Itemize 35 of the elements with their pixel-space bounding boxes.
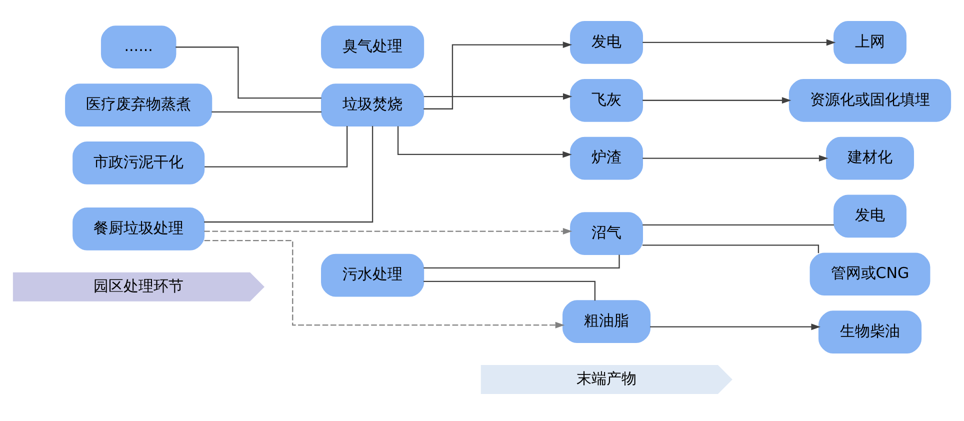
connector [204,125,348,167]
connector [212,110,322,112]
node-box: 垃圾焚烧 [321,83,424,126]
node-box: 资源化或固化填埋 [788,78,952,122]
node-box: ...... [100,25,176,68]
node-box: 建材化 [826,136,914,180]
arrow [650,323,820,330]
arrow [642,38,836,46]
arrow [424,41,572,109]
node-box: 粗油脂 [562,300,651,343]
node-box: 上网 [834,20,906,64]
connector [204,125,374,222]
node-box: 管网或CNG [810,252,930,296]
arrow [642,154,828,162]
node-box: 发电 [834,194,906,238]
node-box: 臭气处理 [321,25,424,68]
arrow [424,92,572,100]
connector [642,224,834,225]
node-box: 发电 [570,20,643,64]
node-box: 飞灰 [570,78,643,122]
node-box: 医疗废弃物蒸煮 [65,83,212,126]
node-box: 沼气 [570,212,643,255]
connector [424,280,596,300]
connector [176,46,322,98]
node-box: 污水处理 [321,253,424,296]
node-box: 市政污泥干化 [72,141,205,184]
connector [424,254,620,268]
arrow [642,96,792,104]
arrow [204,239,565,328]
arrow [397,126,572,158]
node-box: 生物柴油 [818,310,922,353]
node-box: 炉渣 [570,136,643,180]
arrow [204,228,572,234]
connector [642,244,820,253]
node-box: 餐厨垃圾处理 [72,207,205,250]
